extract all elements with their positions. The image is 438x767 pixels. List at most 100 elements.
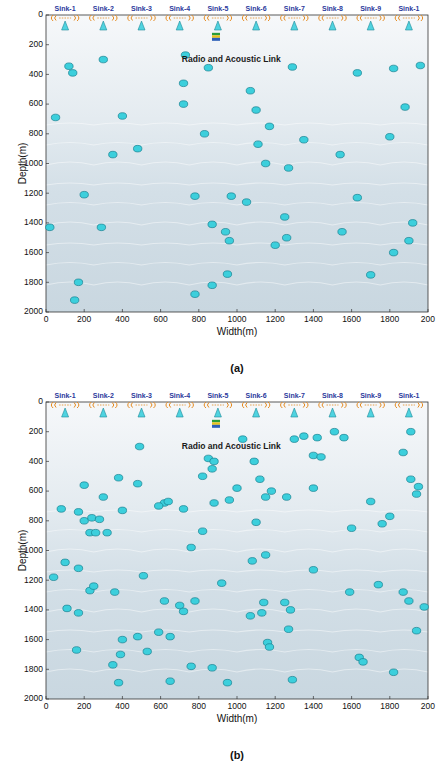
sensor-node (284, 626, 292, 633)
sensor-node (91, 529, 99, 536)
signal-wave (281, 402, 309, 408)
sensor-node (80, 482, 88, 489)
tick-mark (46, 44, 49, 45)
sensor-node (399, 589, 407, 596)
sensor-node (109, 151, 117, 158)
sensor-node (72, 647, 80, 654)
link-label: Radio and Acoustic Link (182, 442, 281, 451)
sensor-node (261, 552, 269, 559)
sink-buoy (62, 408, 69, 417)
wave-line (46, 590, 428, 593)
signal-wave (212, 405, 224, 406)
sensor-node (88, 515, 96, 522)
sensor-node (208, 466, 216, 473)
sink-buoy (367, 21, 374, 30)
signal-wave (128, 15, 156, 21)
sink-buoy (214, 21, 221, 30)
sensor-node (353, 194, 361, 201)
signal-wave (174, 405, 186, 406)
sensor-node (386, 133, 394, 140)
tick-mark (275, 309, 276, 312)
sensor-node (114, 679, 122, 686)
plot-frame (46, 402, 428, 699)
sea-background (46, 402, 428, 699)
sensor-node (63, 605, 71, 612)
signal-wave (327, 18, 339, 19)
sea-background (46, 15, 428, 312)
signal-wave (51, 402, 79, 408)
sink-buoy (62, 21, 69, 30)
sink-label: Sink-2 (93, 5, 114, 13)
sensor-node (309, 452, 317, 459)
sink-label: Sink-6 (246, 392, 267, 400)
sink-buoy (329, 408, 336, 417)
signal-wave (365, 18, 377, 19)
signal-wave (242, 15, 270, 21)
sensor-node (246, 613, 254, 620)
signal-wave (204, 402, 232, 408)
tick-label: 1400 (304, 702, 323, 711)
sink-buoy (367, 408, 374, 417)
tick-label: 0 (44, 702, 49, 711)
sensor-node (111, 589, 119, 596)
sensor-node (210, 500, 218, 507)
tick-label: 1800 (380, 702, 399, 711)
wave-line (46, 263, 428, 266)
tick-mark (46, 639, 49, 640)
sensor-node (116, 651, 124, 658)
tick-label: 1600 (342, 315, 361, 324)
sensor-node (223, 271, 231, 278)
sink-label: Sink-1 (55, 5, 76, 13)
sensor-node (389, 65, 397, 72)
tick-mark (84, 696, 85, 699)
tick-mark (46, 580, 49, 581)
sensor-node (248, 558, 256, 565)
sink-buoy (329, 21, 336, 30)
sensor-node (204, 64, 212, 71)
sensor-node (218, 580, 226, 587)
tick-label: 1200 (266, 315, 285, 324)
sensor-node (118, 636, 126, 643)
signal-wave (250, 405, 262, 406)
sensor-node (109, 662, 117, 669)
tick-mark (160, 696, 161, 699)
tick-mark (46, 222, 49, 223)
sensor-node (265, 644, 273, 651)
tick-mark (122, 696, 123, 699)
signal-wave (288, 18, 300, 19)
tick-mark (46, 669, 49, 670)
sensor-node (135, 443, 143, 450)
sensor-node (99, 494, 107, 501)
sensor-node (261, 160, 269, 167)
axis-title: Width(m) (217, 326, 258, 337)
sink-buoy (253, 408, 260, 417)
sensor-node (412, 627, 420, 634)
sensor-node (208, 665, 216, 672)
radio-icon (212, 38, 220, 41)
tick-mark (46, 309, 47, 312)
tick-mark (389, 696, 390, 699)
sensor-node (338, 229, 346, 236)
sensor-node (300, 433, 308, 440)
sensor-node (70, 297, 78, 304)
sensor-node (359, 659, 367, 666)
sensor-node (414, 483, 422, 490)
sensor-node (210, 458, 218, 465)
tick-label: 800 (29, 129, 43, 138)
sensor-node (69, 70, 77, 77)
sensor-node (256, 476, 264, 483)
wave-line (46, 183, 428, 185)
sensor-node (288, 676, 296, 683)
sensor-node (51, 114, 59, 121)
sensor-node (46, 224, 54, 231)
axis-title: Width(m) (217, 713, 258, 724)
wave-line (46, 570, 428, 572)
sensor-node (353, 70, 361, 77)
sensor-node (281, 599, 289, 606)
sensor-node (367, 272, 375, 279)
sensor-node (258, 610, 266, 617)
tick-mark (237, 696, 238, 699)
signal-wave (403, 18, 415, 19)
signal-wave (357, 15, 385, 21)
signal-wave (242, 402, 270, 408)
